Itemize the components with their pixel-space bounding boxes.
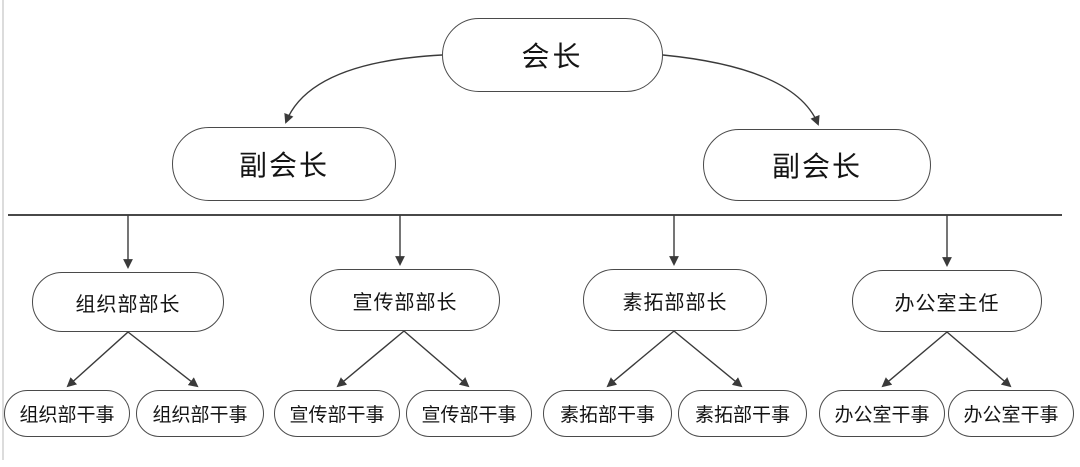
connector-dept1-staff0 — [336, 330, 405, 388]
org-node-development-dept-head: 素拓部部长 — [583, 269, 767, 331]
connector-dept2-staff1 — [673, 330, 743, 388]
org-node-organization-dept-officer-2: 组织部干事 — [136, 390, 264, 437]
org-node-publicity-dept-head: 宣传部部长 — [310, 269, 500, 331]
org-node-development-dept-officer-2: 素拓部干事 — [678, 390, 807, 437]
org-node-office-director: 办公室主任 — [852, 270, 1042, 332]
org-node-vice-president-right: 副会长 — [703, 129, 931, 201]
org-node-president: 会长 — [442, 18, 663, 92]
connector-dept2-staff0 — [606, 330, 675, 388]
connector-dept3-staff1 — [946, 331, 1012, 388]
org-node-publicity-dept-officer-2: 宣传部干事 — [406, 390, 532, 437]
org-node-office-officer-2: 办公室干事 — [948, 390, 1074, 437]
org-node-office-officer-1: 办公室干事 — [819, 390, 945, 437]
org-node-publicity-dept-officer-1: 宣传部干事 — [274, 390, 400, 437]
org-node-vice-president-left: 副会长 — [172, 127, 396, 201]
connector-dept3-staff0 — [881, 331, 948, 388]
org-node-development-dept-officer-1: 素拓部干事 — [543, 390, 672, 437]
page-edge-line — [2, 0, 4, 460]
org-node-organization-dept-officer-1: 组织部干事 — [4, 390, 130, 437]
connector-dept0-staff1 — [127, 331, 199, 388]
connector-dept1-staff1 — [403, 330, 470, 388]
org-node-organization-dept-head: 组织部部长 — [32, 272, 224, 332]
connector-root-to-vp-right — [662, 54, 820, 126]
connector-dept0-staff0 — [66, 331, 129, 388]
connector-root-to-vp-left — [284, 54, 443, 124]
